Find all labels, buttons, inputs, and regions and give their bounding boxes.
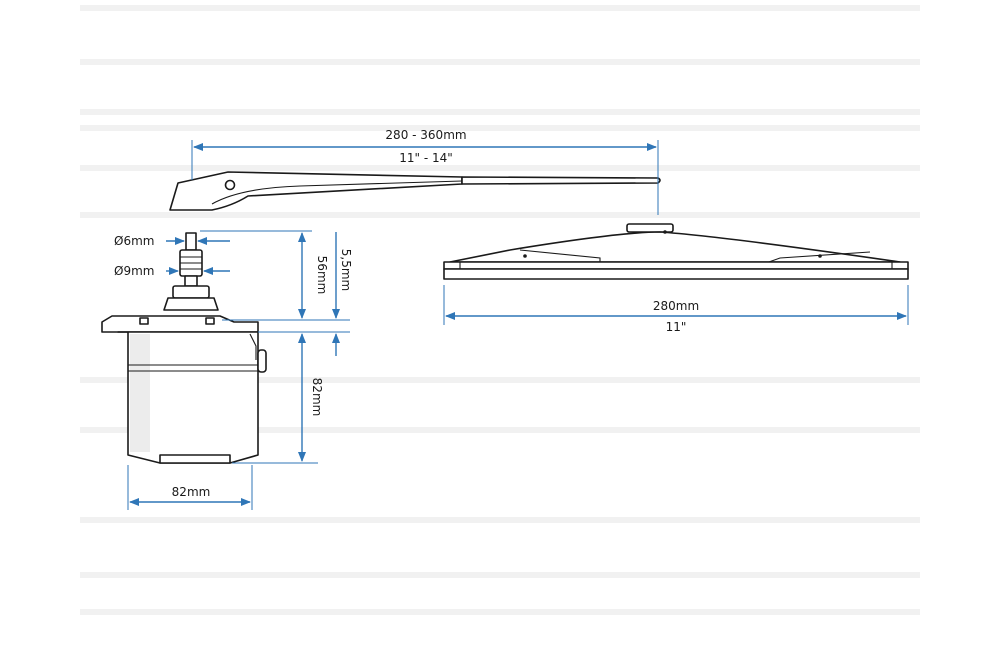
flange-thickness-label: 5,5mm: [339, 249, 353, 291]
wiper-blade: [443, 223, 909, 280]
arm-length-dimension: 280 - 360mm 11" - 14": [191, 128, 659, 215]
shaft-diameter-dimensions: Ø6mm Ø9mm: [114, 234, 230, 278]
wiper-motor: [101, 232, 267, 464]
arm-length-metric-label: 280 - 360mm: [385, 128, 466, 142]
shaft-diameter-bottom-label: Ø9mm: [114, 264, 154, 278]
arm-length-imperial-label: 11" - 14": [399, 151, 453, 165]
motor-width-dimension: 82mm: [127, 465, 253, 510]
motor-width-label: 82mm: [172, 485, 211, 499]
blade-length-metric-label: 280mm: [653, 299, 699, 313]
shaft-height-label: 56mm: [315, 256, 329, 295]
wiper-arm: [169, 171, 661, 211]
blade-length-imperial-label: 11": [666, 320, 687, 334]
blade-length-dimension: 280mm 11": [443, 285, 909, 334]
motor-height-label: 82mm: [310, 378, 324, 417]
shaft-diameter-top-label: Ø6mm: [114, 234, 154, 248]
motor-height-dimensions: 56mm 5,5mm 82mm: [200, 230, 353, 464]
